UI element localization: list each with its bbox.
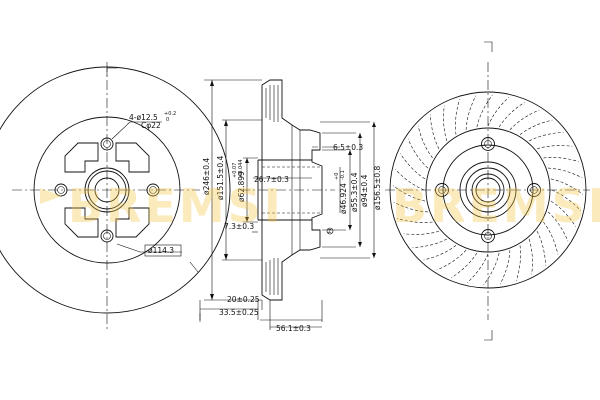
flange-thickness-label: 6.5±0.3 xyxy=(333,143,363,152)
bolt-holes-right xyxy=(435,137,541,243)
disc-outer-circle xyxy=(0,66,231,314)
vent-channel xyxy=(476,94,493,128)
center-section-view xyxy=(199,41,493,341)
pcd-label: ø114.3 xyxy=(148,246,174,255)
counterbore-label: Cφ22 xyxy=(141,121,161,130)
hat-tol-lower: -0.1 xyxy=(340,170,346,180)
vent-channel xyxy=(417,125,433,159)
vent-channel xyxy=(465,95,477,130)
vent-channel xyxy=(543,157,579,162)
bolt-holes xyxy=(54,137,160,243)
vent-channel xyxy=(536,230,546,266)
vent-channel xyxy=(436,249,467,271)
vent-channel xyxy=(547,211,569,242)
svg-text:BREMSI: BREMSI xyxy=(68,179,284,233)
vent-channel xyxy=(397,218,433,223)
center-bore-tol-lower: +0.044 xyxy=(238,159,244,178)
vent-channel xyxy=(550,200,576,227)
disc-thickness-label: 20±0.25 xyxy=(227,295,260,304)
bolt-hole-tolerance-upper: +0.2 xyxy=(164,111,176,117)
svg-text:BREMSI: BREMSI xyxy=(392,179,600,233)
vent-channel xyxy=(550,178,584,195)
vent-channel xyxy=(455,99,460,135)
vent-channel xyxy=(499,250,511,285)
overall-width-label: 33.5±0.25 xyxy=(219,308,259,317)
vent-channel xyxy=(487,97,509,127)
dia-156-5-label: ø156.5±0.8 xyxy=(373,166,382,210)
vent-channel xyxy=(392,185,426,202)
vent-channel xyxy=(536,145,573,150)
vent-channel xyxy=(509,109,540,131)
vent-channel xyxy=(451,252,478,278)
note-marker: Z xyxy=(328,229,332,235)
hat-tol-upper: +0 xyxy=(334,173,340,180)
vent-channel xyxy=(519,119,553,135)
vent-channel xyxy=(403,230,440,235)
vent-channel xyxy=(483,252,500,286)
vent-channel xyxy=(430,114,440,150)
vent-channel xyxy=(423,245,457,261)
vent-channel xyxy=(443,105,448,142)
bolt-hole-label: 4-ø12.5 xyxy=(129,113,158,122)
bolt-hole-tolerance-lower: 0 xyxy=(166,117,169,123)
bremsi-watermark-logo: BREMSI BREMSI xyxy=(40,179,600,233)
total-height-label: 56.1±0.3 xyxy=(276,324,311,333)
vent-channel xyxy=(543,221,559,255)
dia-94-label: ø94±0.4 xyxy=(360,174,369,207)
center-bore-outer xyxy=(84,167,130,213)
vent-channel xyxy=(407,138,429,169)
vent-channel xyxy=(400,153,426,180)
hat-diameter-label: ø46.924 xyxy=(339,183,348,214)
friction-ring-circle xyxy=(33,116,181,264)
hub-depth-label: 7.3±0.3 xyxy=(224,222,254,231)
vent-channel xyxy=(412,238,448,248)
vent-channel xyxy=(528,132,564,142)
vent-channel xyxy=(467,253,489,283)
vent-channel xyxy=(528,238,533,275)
outer-diameter-label: ø246±0.4 xyxy=(202,158,211,195)
vent-channel xyxy=(548,167,583,179)
center-bore-diameter-label: ø62.899 xyxy=(237,171,246,202)
vent-channel xyxy=(393,201,428,213)
vent-channel xyxy=(395,169,425,191)
vent-channel xyxy=(498,102,525,128)
friction-inner-diameter-label: ø151.5±0.4 xyxy=(216,156,225,200)
dia-55-3-label: ø55.3±0.4 xyxy=(350,172,359,212)
center-bore-tol-upper: +0.07 xyxy=(232,163,238,178)
vent-channel xyxy=(516,245,521,281)
right-back-view xyxy=(385,62,590,320)
spoke-windows xyxy=(64,142,150,238)
vent-channels xyxy=(392,94,584,286)
vent-channel xyxy=(551,189,581,211)
disc-outer-circle-right xyxy=(389,91,587,289)
hub-offset-label: 26.7±0.3 xyxy=(254,175,289,184)
left-front-view xyxy=(0,62,231,330)
